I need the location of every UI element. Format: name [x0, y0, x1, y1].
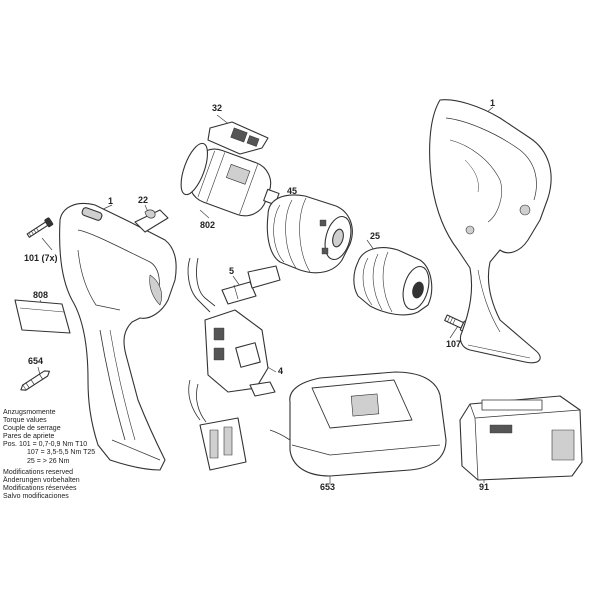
- part-25-chuck: [353, 247, 433, 316]
- label-part-808: 808: [33, 290, 49, 300]
- label-part-802: 802: [200, 220, 216, 230]
- label-part-25: 25: [370, 231, 381, 241]
- part-1-housing-right: [429, 99, 552, 364]
- label-part-653: 653: [320, 482, 336, 492]
- part-5-switch-slide: [221, 265, 281, 305]
- label-part-32: 32: [212, 103, 223, 113]
- modifications-line: Salvo modificaciones: [3, 493, 69, 501]
- label-part-45: 45: [287, 186, 298, 196]
- part-101-screw: [26, 217, 54, 238]
- torque-key: Pos. 101 =: [3, 441, 37, 449]
- part-808-label-sheet: [14, 299, 71, 334]
- part-4-switch: [204, 309, 276, 397]
- label-part-22: 22: [138, 195, 149, 205]
- part-653-charger: [269, 371, 447, 477]
- torque-row-25: 25 = > 26 Nm: [3, 458, 133, 466]
- battery-contacts: [188, 379, 247, 471]
- modifications-notice: Modifications reserved Änderungen vorbeh…: [3, 469, 80, 501]
- torque-note-line: Pares de apriete: [3, 433, 55, 441]
- part-1-housing-left: [59, 202, 177, 471]
- torque-row-101: Pos. 101 = 0,7-0,9 Nm T10: [3, 441, 133, 449]
- label-part-5: 5: [229, 266, 235, 276]
- torque-notes: Anzugsmomente Torque values Couple de se…: [3, 409, 133, 466]
- torque-key: 107 =: [27, 449, 45, 457]
- part-45-gearbox: [266, 194, 353, 274]
- torque-key: 25 =: [27, 457, 41, 465]
- torque-row-107: 107 = 3,5-5,5 Nm T25: [3, 449, 133, 457]
- label-part-91: 91: [479, 482, 490, 492]
- modifications-line: Änderungen vorbehalten: [3, 477, 80, 485]
- label-part-4: 4: [278, 366, 284, 376]
- torque-note-line: Couple de serrage: [3, 425, 61, 433]
- modifications-line: Modifications reserved: [3, 469, 74, 476]
- label-part-1-right: 1: [490, 98, 496, 108]
- torque-note-line: Torque values: [3, 417, 47, 425]
- label-part-654: 654: [28, 356, 44, 366]
- modifications-line: Modifications réservées: [3, 485, 77, 493]
- part-22-clip: [134, 209, 169, 233]
- label-part-101: 101 (7x): [24, 253, 58, 263]
- torque-value: 0,7-0,9 Nm T10: [38, 441, 88, 449]
- torque-value: > 26 Nm: [42, 457, 70, 465]
- label-part-107: 107: [446, 339, 462, 349]
- part-802-motor: [180, 142, 285, 217]
- label-part-1: 1: [108, 196, 114, 206]
- torque-note-line: Anzugsmomente: [3, 409, 56, 416]
- part-654-bit: [20, 370, 50, 391]
- part-32-brush-plate: [207, 121, 269, 155]
- part-91-battery: [459, 395, 583, 481]
- torque-value: 3,5-5,5 Nm T25: [46, 449, 96, 457]
- wires: [187, 257, 216, 313]
